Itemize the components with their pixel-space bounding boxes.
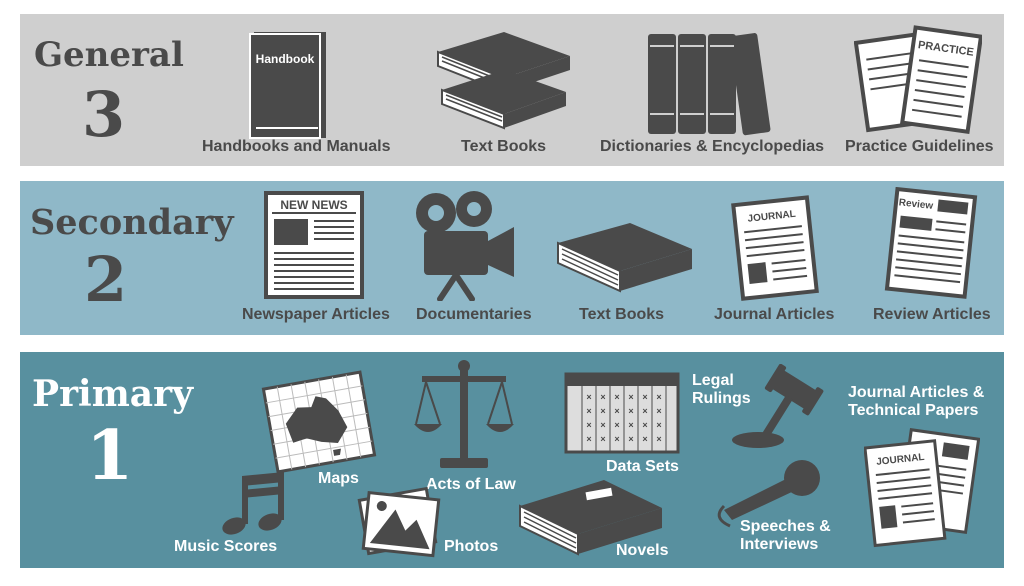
book-icon: [557, 223, 692, 293]
general-title: General: [34, 35, 184, 75]
secondary-band: Secondary 2 NEW NEWS Newspaper Articles …: [20, 181, 1004, 335]
label-legal-rulings: Legal Rulings: [692, 372, 772, 409]
general-level: 3: [82, 78, 126, 151]
label-journal-articles-secondary: Journal Articles: [714, 306, 835, 323]
primary-level: 1: [86, 416, 134, 496]
microphone-icon: [717, 460, 820, 528]
svg-text:×: ×: [586, 434, 591, 444]
label-acts-of-law: Acts of Law: [426, 476, 516, 493]
svg-text:×: ×: [642, 420, 647, 430]
handbook-icon-text: Handbook: [256, 52, 315, 66]
label-journal-technical-papers: Journal Articles & Technical Papers: [848, 384, 998, 421]
svg-text:×: ×: [614, 406, 619, 416]
label-speeches-interviews: Speeches & Interviews: [740, 518, 850, 555]
label-practice-guidelines: Practice Guidelines: [845, 138, 994, 155]
journal-icon-text: JOURNAL: [747, 209, 796, 225]
label-data-sets: Data Sets: [606, 458, 679, 475]
label-journal-technical-line1: Journal Articles &: [848, 384, 985, 401]
journal-papers-icon: JOURNAL: [864, 428, 980, 548]
label-newspaper-articles: Newspaper Articles: [242, 306, 390, 323]
label-journal-technical-line2: Technical Papers: [848, 402, 979, 420]
label-review-articles: Review Articles: [873, 306, 991, 323]
novel-icon: [519, 480, 662, 556]
svg-text:×: ×: [642, 406, 647, 416]
review-icon-text: Review: [898, 197, 934, 212]
review-icon: Review: [884, 187, 978, 299]
svg-text:×: ×: [614, 420, 619, 430]
svg-text:×: ×: [642, 434, 647, 444]
svg-text:×: ×: [600, 434, 605, 444]
svg-text:×: ×: [614, 434, 619, 444]
general-band: General 3 Handbook Handbooks and Manuals…: [20, 14, 1004, 166]
label-legal-rulings-line2: Rulings: [692, 390, 751, 408]
svg-text:×: ×: [656, 434, 661, 444]
label-text-books-general: Text Books: [461, 138, 547, 155]
handbook-icon: Handbook: [249, 32, 326, 139]
map-icon: [261, 370, 377, 474]
svg-text:×: ×: [628, 392, 633, 402]
label-dictionaries-encyclopedias: Dictionaries & Encyclopedias: [600, 138, 825, 155]
newspaper-icon: NEW NEWS: [264, 191, 364, 299]
svg-text:×: ×: [600, 406, 605, 416]
label-handbooks-and-manuals: Handbooks and Manuals: [202, 138, 391, 155]
svg-text:×: ×: [586, 392, 591, 402]
svg-text:×: ×: [628, 406, 633, 416]
svg-text:×: ×: [642, 392, 647, 402]
photos-icon: [357, 486, 441, 558]
svg-text:×: ×: [656, 420, 661, 430]
secondary-title: Secondary: [30, 202, 234, 243]
practice-sheets-icon: PRACTICE: [854, 25, 982, 135]
label-maps: Maps: [318, 470, 359, 487]
music-note-icon: [222, 472, 284, 535]
svg-text:×: ×: [586, 406, 591, 416]
movie-camera-icon: [416, 191, 514, 301]
newspaper-icon-text: NEW NEWS: [280, 198, 347, 212]
svg-text:×: ×: [614, 392, 619, 402]
book-stack-icon: [437, 32, 570, 130]
svg-text:×: ×: [656, 406, 661, 416]
data-grid-icon: × × × × × × × × × × × × × × × × × × × × × × × ×: [564, 372, 680, 454]
svg-text:×: ×: [600, 392, 605, 402]
label-novels: Novels: [616, 542, 669, 559]
book-shelf-icon: [648, 33, 771, 136]
svg-text:×: ×: [628, 434, 633, 444]
primary-title: Primary: [32, 373, 194, 415]
label-documentaries: Documentaries: [416, 306, 532, 323]
label-speeches-line2: Interviews: [740, 536, 819, 554]
svg-text:×: ×: [628, 420, 633, 430]
svg-text:×: ×: [586, 420, 591, 430]
secondary-level: 2: [84, 243, 128, 316]
journal-papers-icon-text: JOURNAL: [876, 452, 925, 468]
scales-icon: [414, 360, 514, 468]
svg-text:×: ×: [600, 420, 605, 430]
label-text-books-secondary: Text Books: [579, 306, 665, 323]
journal-icon: JOURNAL: [731, 195, 819, 301]
label-legal-rulings-line1: Legal: [692, 372, 734, 389]
label-photos: Photos: [444, 538, 499, 555]
gavel-icon: [732, 364, 824, 448]
label-music-scores: Music Scores: [174, 538, 278, 555]
label-speeches-line1: Speeches &: [740, 518, 831, 535]
primary-band: Primary 1 Maps Acts o: [20, 352, 1004, 568]
svg-text:×: ×: [656, 392, 661, 402]
